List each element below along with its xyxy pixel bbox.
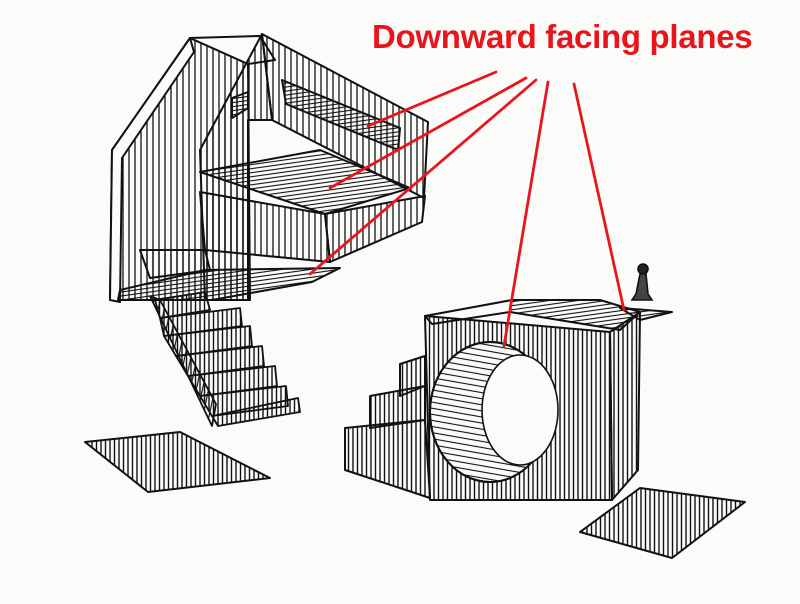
- staircase: [149, 291, 301, 427]
- pointer-line-1: [366, 70, 498, 128]
- annotation-label: Downward facing planes: [372, 18, 753, 55]
- small-stairs: [344, 419, 431, 499]
- pointer-line-4: [502, 80, 550, 348]
- chess-pawn: [630, 263, 654, 301]
- pointer-line-2: [328, 76, 528, 190]
- floating-structure: [109, 33, 429, 303]
- floor-planes: [84, 431, 746, 559]
- pointer-line-5: [572, 82, 626, 312]
- floor-square-right: [579, 487, 746, 559]
- annotation-lines: [308, 70, 626, 348]
- hole-block: [344, 299, 673, 501]
- floor-square-left: [84, 431, 271, 493]
- pointer-line-3: [308, 78, 538, 276]
